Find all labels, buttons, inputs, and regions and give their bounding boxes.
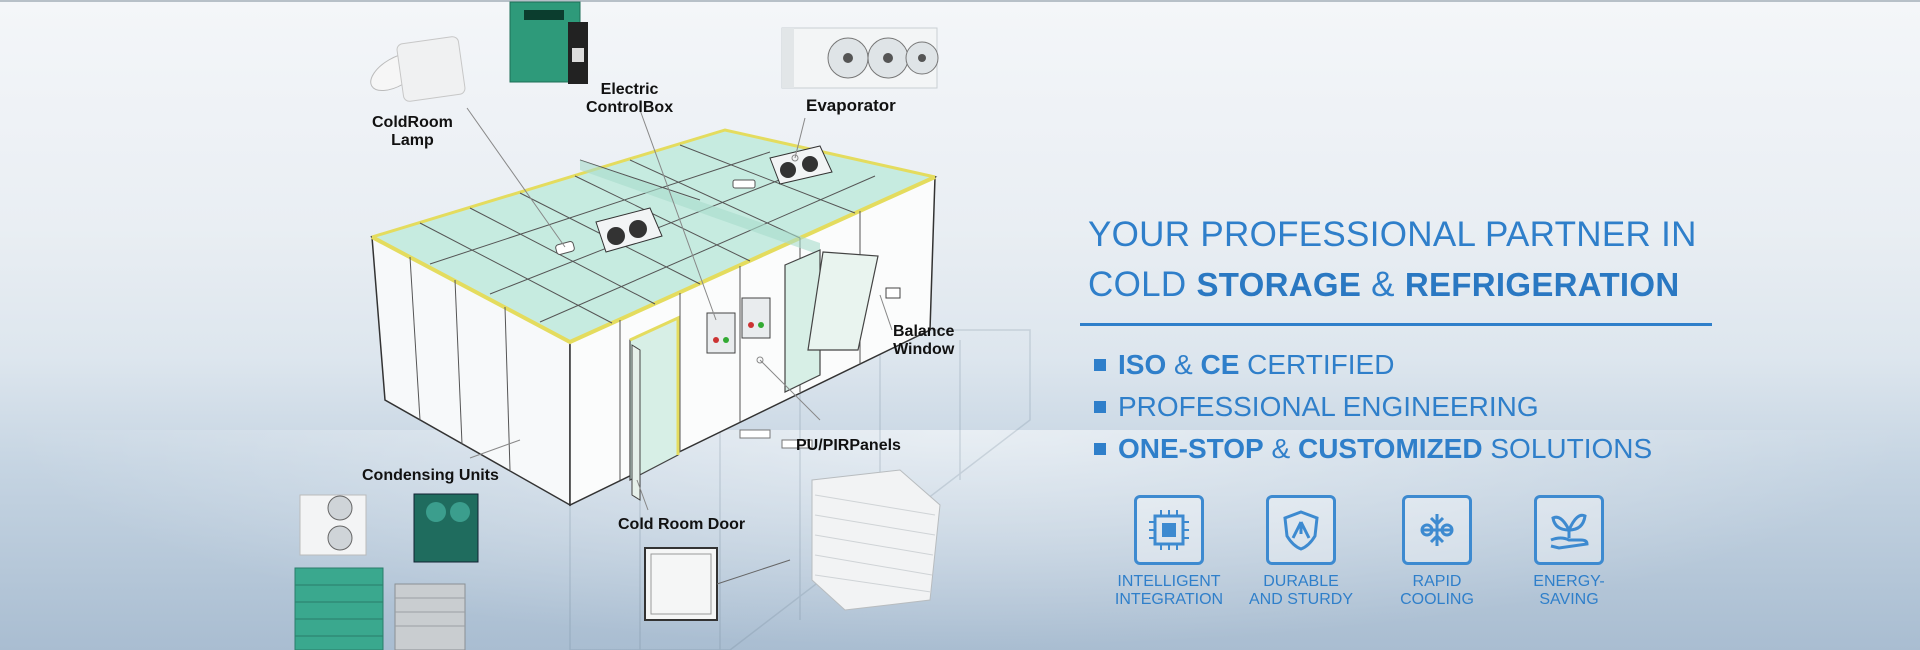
wall-control-box-1	[706, 312, 736, 354]
shield-icon	[1266, 495, 1336, 565]
wall-control-box-2	[741, 297, 771, 339]
feature-energy-saving: ENERGY-SAVING	[1504, 495, 1634, 609]
control-box-product	[509, 1, 588, 84]
leader-lines	[466, 107, 893, 511]
label-cold-room-door: Cold Room Door	[618, 516, 746, 533]
top-border	[0, 0, 1920, 2]
roof-evaporator-1	[595, 207, 663, 253]
balance-door	[807, 251, 879, 351]
chip-icon	[1134, 495, 1204, 565]
roof-evaporator-2	[769, 145, 833, 185]
panels-product	[739, 429, 941, 611]
benefit-item-engineering: PROFESSIONAL ENGINEERING	[1094, 392, 1652, 434]
headline-line-1: YOUR PROFESSIONAL PARTNER IN	[1088, 215, 1697, 254]
headline: YOUR PROFESSIONAL PARTNER IN COLD STORAG…	[1088, 210, 1728, 310]
benefit-item-certified: ISO & CE CERTIFIED	[1094, 350, 1652, 392]
door-product	[644, 547, 791, 621]
condensing-units-product	[294, 493, 479, 650]
label-pu-pir-panels: PU/PIRPanels	[796, 437, 901, 454]
label-evaporator: Evaporator	[806, 96, 896, 115]
headline-divider	[1080, 323, 1712, 326]
label-condensing-units: Condensing Units	[362, 467, 499, 484]
benefit-item-solutions: ONE-STOP & CUSTOMIZED SOLUTIONS	[1094, 434, 1652, 476]
snowflake-icon	[1402, 495, 1472, 565]
cold-room-box	[370, 128, 938, 507]
evaporator-product	[781, 27, 939, 89]
benefit-list: ISO & CE CERTIFIED PROFESSIONAL ENGINEER…	[1094, 350, 1652, 476]
bullet-square-icon	[1094, 443, 1106, 455]
lamp-product	[370, 36, 466, 102]
leaf-hand-icon	[1534, 495, 1604, 565]
bullet-square-icon	[1094, 359, 1106, 371]
bullet-square-icon	[1094, 401, 1106, 413]
headline-line-2: COLD STORAGE & REFRIGERATION	[1088, 265, 1680, 304]
